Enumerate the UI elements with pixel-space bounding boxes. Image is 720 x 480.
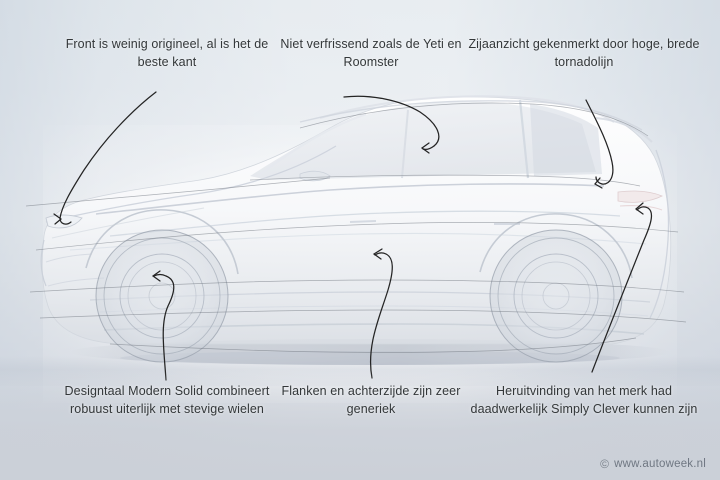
callout-top-center: Niet verfrissend zoals de Yeti en Roomst… — [280, 37, 462, 69]
callout-top-left: Front is weinig origineel, al is het de … — [65, 37, 269, 69]
callout-bottom-left: Designtaal Modern Solid combineert robuu… — [64, 384, 270, 416]
background-bottom-fade — [0, 370, 720, 480]
pointer-flank — [369, 248, 393, 379]
pointer-tornado-line — [585, 99, 614, 189]
pointer-rear-light — [591, 202, 653, 373]
pointer-front-headlight — [53, 91, 157, 225]
callout-bottom-center: Flanken en achterzijde zijn zeer generie… — [281, 384, 461, 416]
sketch-construction-lines — [25, 102, 687, 353]
pointer-roofline — [343, 95, 440, 154]
watermark-text: www.autoweek.nl — [614, 458, 706, 470]
front-wheel — [85, 209, 239, 363]
copyright-icon: © — [600, 457, 610, 471]
watermark: © www.autoweek.nl — [600, 458, 706, 470]
pointer-front-wheel — [151, 270, 175, 381]
rear-wheel — [479, 213, 633, 363]
callout-bottom-right: Heruitvinding van het merk had daadwerke… — [470, 384, 698, 416]
callout-top-right: Zijaanzicht gekenmerkt door hoge, brede … — [468, 37, 700, 69]
